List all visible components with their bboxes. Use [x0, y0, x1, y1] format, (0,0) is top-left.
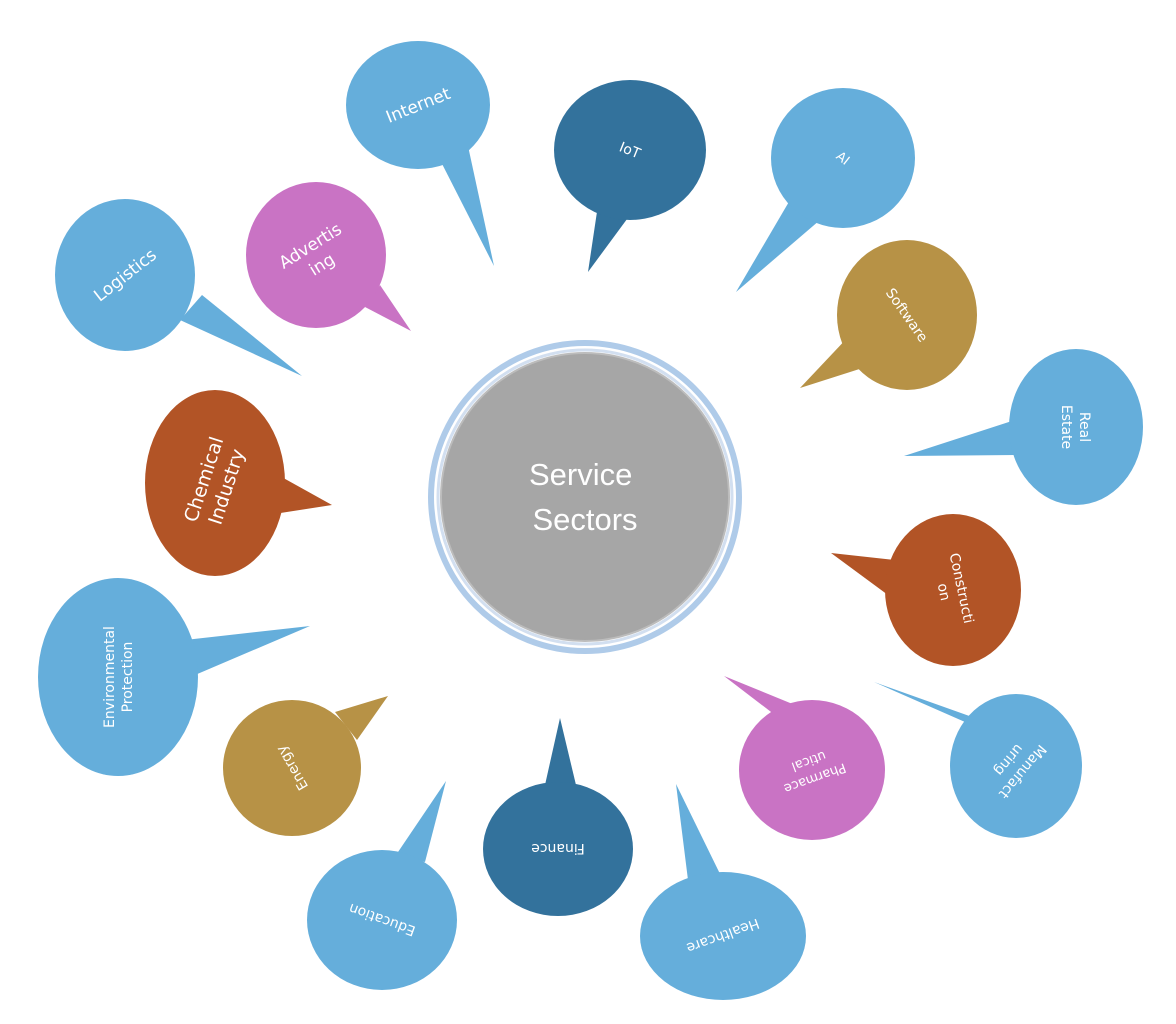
bubble-pointer	[180, 295, 302, 376]
bubble-pointer	[736, 200, 820, 292]
sector-label: IoT	[617, 139, 643, 162]
sector-label-line: Protection	[120, 642, 136, 713]
sector-bubble-pharmaceutical: Pharmaceutical	[724, 676, 885, 840]
sector-label: RealEstate	[1058, 405, 1092, 449]
bubble-pointer	[436, 146, 494, 266]
center-circle	[440, 352, 730, 642]
sector-label-line: Estate	[1058, 405, 1074, 449]
sector-label-line: on	[934, 582, 953, 602]
center-node: Service Sectors	[428, 340, 742, 654]
bubble-body	[223, 700, 361, 836]
bubble-pointer	[545, 718, 576, 785]
sector-bubble-ai: AI	[736, 88, 915, 292]
center-title-line: Sectors	[532, 502, 637, 537]
bubble-body	[307, 850, 457, 990]
center-title: Service Sectors	[529, 457, 641, 537]
sector-bubble-logistics: Logistics	[55, 199, 302, 376]
bubble-body	[640, 872, 806, 1000]
bubble-body	[483, 782, 633, 916]
bubble-pointer	[874, 682, 975, 722]
bubble-body	[145, 390, 285, 576]
sector-bubbles: Internet IoT AISoftwareRealEstateConstruct…	[38, 41, 1143, 1000]
sector-bubble-manufacturing: Manufacturing	[874, 682, 1082, 838]
sector-bubble-healthcare: Healthcare	[640, 784, 806, 1000]
bubble-pointer	[274, 475, 332, 514]
center-outer-ring	[428, 340, 742, 654]
bubble-body	[837, 240, 977, 390]
bubble-body	[346, 41, 490, 169]
sector-bubble-education: Education	[307, 781, 457, 990]
bubble-pointer	[588, 205, 630, 272]
sector-bubble-energy: Energy	[223, 696, 388, 836]
sector-label-line: Real	[1076, 412, 1092, 442]
center-title-line: Service	[529, 457, 632, 492]
sector-bubble-chemical-industry: ChemicalIndustry	[145, 390, 332, 576]
sector-label: Finance	[531, 840, 585, 856]
center-inner-ring	[436, 348, 734, 646]
sector-bubble-iot: IoT	[554, 80, 706, 272]
bubble-pointer	[676, 784, 722, 880]
bubble-pointer	[904, 420, 1020, 456]
sector-bubble-advertising: Advertising	[246, 182, 411, 331]
sector-bubble-software: Software	[800, 240, 977, 390]
sector-bubble-internet: Internet	[346, 41, 494, 266]
bubble-pointer	[335, 696, 388, 740]
bubble-body	[739, 700, 885, 840]
bubble-body	[950, 694, 1082, 838]
bubble-pointer	[365, 285, 411, 331]
bubble-pointer	[185, 626, 310, 675]
bubble-body	[246, 182, 386, 328]
sector-bubble-real-estate: RealEstate	[904, 349, 1143, 505]
sector-label-line: IoT	[617, 139, 643, 162]
sector-label-line: Finance	[531, 840, 585, 856]
bubble-body	[55, 199, 195, 351]
bubble-pointer	[396, 781, 446, 862]
bubble-pointer	[831, 553, 895, 598]
sector-bubble-finance: Finance	[483, 718, 633, 916]
bubble-body	[885, 514, 1021, 666]
bubble-body	[38, 578, 198, 776]
sector-label-line: Environmental	[102, 626, 118, 728]
bubble-body	[771, 88, 915, 228]
bubble-body	[1009, 349, 1143, 505]
bubble-body	[554, 80, 706, 220]
sector-bubble-construction: Construction	[831, 514, 1021, 666]
bubble-pointer	[724, 676, 795, 715]
